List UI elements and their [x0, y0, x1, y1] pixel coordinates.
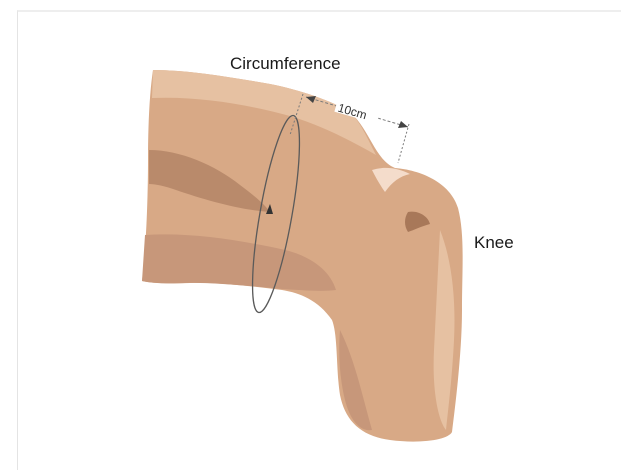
- measure-arrow-right-icon: [398, 121, 408, 128]
- measure-extension-right: [398, 124, 409, 163]
- knee-label: Knee: [474, 233, 514, 253]
- circumference-label: Circumference: [230, 54, 341, 74]
